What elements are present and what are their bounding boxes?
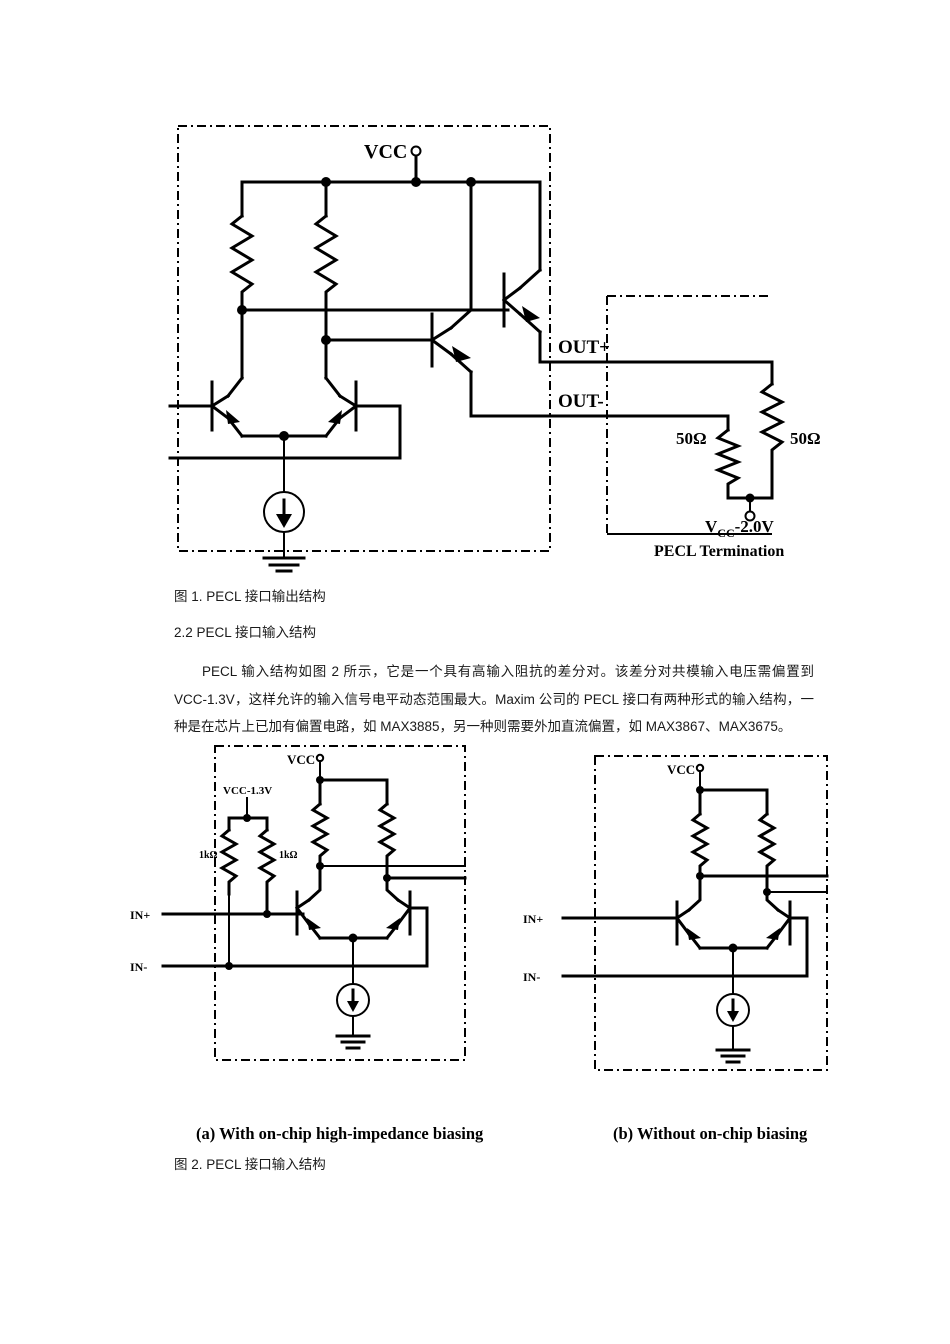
figure-2-subcaption-b: (b) Without on-chip biasing <box>613 1124 808 1143</box>
panel-a-cs-arrow <box>347 1001 359 1012</box>
panel-a-rb-left <box>218 827 240 896</box>
q4-emitter-lead <box>517 311 543 335</box>
figure-2-subcaption-a: (a) With on-chip high-impedance biasing <box>196 1124 484 1143</box>
section-paragraph: PECL 输入结构如图 2 所示，它是一个具有高输入阻抗的差分对。该差分对共模输… <box>174 664 818 735</box>
figure-1-svg: VCC <box>168 125 821 573</box>
ic-boundary-box <box>177 125 551 552</box>
rt-left-value-label: 50Ω <box>676 429 707 448</box>
out-plus-wire <box>538 330 774 364</box>
panel-a-q1-collector <box>306 864 322 903</box>
rc-left-resistor <box>229 213 255 312</box>
q1-collector-lead <box>225 375 245 399</box>
panel-b-in-plus-label: IN+ <box>523 912 543 926</box>
panel-a-boundary-box <box>214 745 466 1061</box>
panel-b-boundary-box <box>594 755 828 1071</box>
rt-right-resistor <box>758 381 786 474</box>
panel-a-q2-collector <box>385 876 401 903</box>
panel-a-in-minus-label: IN- <box>130 960 147 974</box>
figure-2-pecl-input-structure: VCC VCC-1.3V <box>130 742 845 1097</box>
panel-a-rb-right-value: 1kΩ <box>279 850 298 861</box>
current-source-arrow <box>276 514 292 528</box>
panel-b-q1-emitter-arrow <box>687 928 701 940</box>
panel-a-in-plus-label: IN+ <box>130 908 150 922</box>
panel-a-q2-leads <box>395 897 413 927</box>
panel-a-q2-emitter-arrow <box>386 918 400 930</box>
figure-1-pecl-output-structure: VCC <box>160 110 821 573</box>
termination-title-label: PECL Termination <box>654 543 784 560</box>
figure-2-svg: VCC VCC-1.3V <box>130 745 829 1071</box>
q1-junction-leads <box>209 393 231 421</box>
panel-b-cs-arrow <box>727 1011 739 1022</box>
panel-b-rc-left <box>689 811 711 878</box>
panel-b-q1-leads <box>674 907 692 937</box>
rt-left-resistor <box>713 427 743 500</box>
panel-b-rc-right <box>756 811 778 890</box>
q3-emitter-arrow <box>452 346 471 362</box>
panel-a-in-plus-node <box>263 910 271 918</box>
out-minus-label: OUT- <box>558 391 604 412</box>
q3-junction-leads <box>429 325 454 357</box>
panel-b-vcc-label: VCC <box>667 762 695 777</box>
figure-2-panel-a: VCC VCC-1.3V <box>130 745 467 1061</box>
figure-2-caption: 图 2. PECL 接口输入结构 <box>174 1157 326 1172</box>
q4-collector-lead <box>517 267 543 291</box>
panel-a-q1-leads <box>294 897 312 927</box>
panel-a-rb-left-value: 1kΩ <box>199 850 218 861</box>
figure-1-caption: 图 1. PECL 接口输出结构 <box>174 589 326 604</box>
termination-supply-terminal-dot <box>744 510 756 522</box>
panel-a-vcc-label: VCC <box>287 752 315 767</box>
section-heading-2-2: 2.2 PECL 接口输入结构 <box>174 625 317 640</box>
panel-b-in-minus-label: IN- <box>523 970 540 984</box>
out-minus-wire <box>469 370 730 418</box>
panel-a-q2-base-feedback <box>261 906 429 968</box>
q3-collector-lead <box>448 307 474 331</box>
panel-a-rc-right <box>376 801 398 880</box>
q2-base-feedback-wire <box>354 404 402 460</box>
q2-collector-lead <box>323 375 343 399</box>
q4-junction-leads <box>501 285 523 317</box>
panel-b-q1-collector <box>686 874 702 913</box>
panel-a-rb-right <box>256 827 278 896</box>
panel-b-q2-collector <box>765 890 781 913</box>
panel-a-bias-supply-label: VCC-1.3V <box>223 785 272 797</box>
q2-junction-leads <box>337 393 359 421</box>
rc-right-resistor <box>313 213 339 342</box>
rt-bottom-join-wire <box>726 470 774 500</box>
q4-emitter-arrow <box>522 306 540 322</box>
q3-emitter-lead <box>448 351 474 375</box>
vcc-terminal-dot <box>410 145 422 157</box>
vcc-label: VCC <box>364 141 407 163</box>
rt-right-value-label: 50Ω <box>790 429 821 448</box>
panel-a-in-minus-node <box>225 962 233 970</box>
panel-b-in-minus-rail <box>561 916 809 978</box>
panel-b-q2-leads <box>775 907 793 937</box>
panel-a-rc-left <box>309 801 331 868</box>
q2-emitter-arrow <box>328 410 342 424</box>
panel-b-q2-emitter-arrow <box>766 928 780 940</box>
panel-a-q1-emitter-arrow <box>307 918 321 930</box>
figure-2-panel-b: VCC <box>523 755 829 1071</box>
vcc-rail-node-2 <box>411 177 421 187</box>
out-plus-label: OUT+ <box>558 337 610 358</box>
termination-supply-label: VCC-2.0V <box>705 517 775 540</box>
q1-emitter-arrow <box>226 410 240 424</box>
